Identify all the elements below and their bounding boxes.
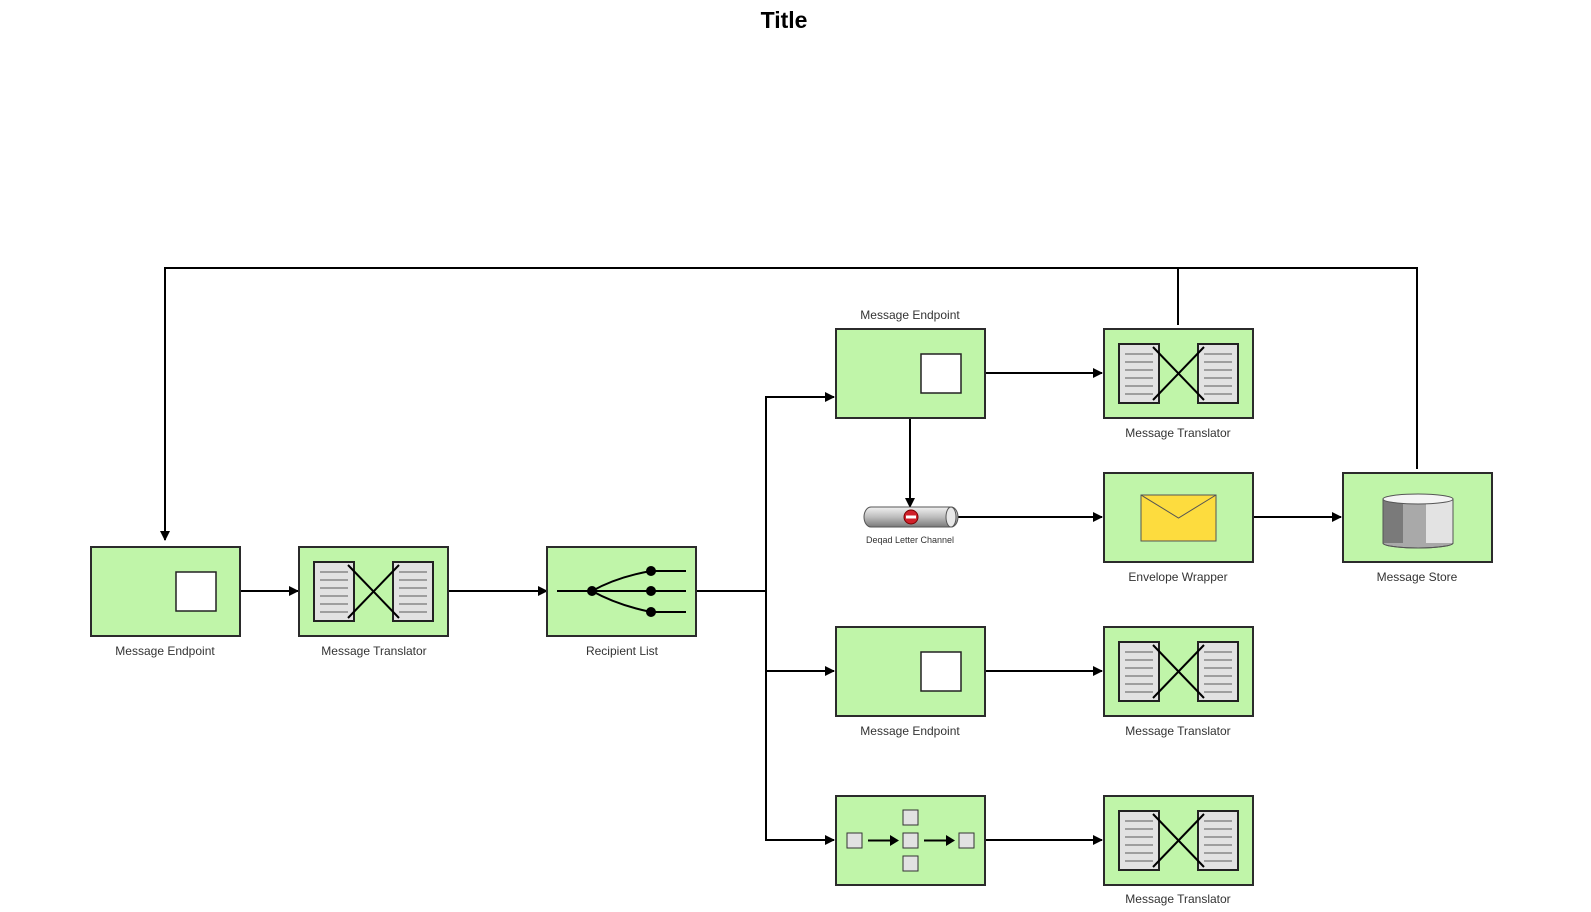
edge-store-to-loop [1178, 267, 1418, 469]
edge-branch-endpoint2 [765, 392, 835, 591]
message-endpoint-node[interactable] [90, 546, 241, 637]
node-label: Message Translator [1125, 892, 1230, 906]
recipient-list-node[interactable] [546, 546, 697, 637]
translator-icon [1118, 641, 1239, 702]
translator-icon [1118, 810, 1239, 871]
envelope-icon [1140, 494, 1217, 542]
edges [160, 267, 1418, 845]
node-label: Message Endpoint [115, 644, 215, 658]
node-label: Message Translator [1125, 426, 1230, 440]
database-icon [1382, 493, 1454, 549]
node-label: Message Translator [1125, 724, 1230, 738]
recipient-list-icon [557, 566, 686, 617]
translator-icon [1118, 343, 1239, 404]
dead-letter-channel-icon [863, 506, 959, 528]
splitter-icon [846, 809, 975, 872]
dead-letter-channel-node[interactable] [863, 506, 959, 528]
endpoint-icon [920, 651, 962, 692]
node-label: Message Translator [321, 644, 426, 658]
edge-feedback-loop [160, 267, 1179, 541]
message-translator-node[interactable] [1103, 795, 1254, 886]
message-store-node[interactable] [1342, 472, 1493, 563]
message-translator-node[interactable] [298, 546, 449, 637]
node-label: Message Store [1377, 570, 1458, 584]
node-label: Message Endpoint [860, 724, 960, 738]
node-label: Envelope Wrapper [1128, 570, 1227, 584]
node-label: Recipient List [586, 644, 659, 658]
node-label: Deqad Letter Channel [866, 535, 954, 545]
node-label: Message Endpoint [860, 308, 960, 322]
translator-icon [313, 561, 434, 622]
endpoint-icon [175, 571, 217, 612]
message-endpoint-node[interactable] [835, 626, 986, 717]
message-endpoint-node[interactable] [835, 328, 986, 419]
endpoint-icon [920, 353, 962, 394]
edge-branch-endpoint3 [765, 591, 835, 676]
page-title: Title [761, 7, 808, 33]
message-translator-node[interactable] [1103, 328, 1254, 419]
splitter-node[interactable] [835, 795, 986, 886]
message-translator-node[interactable] [1103, 626, 1254, 717]
envelope-wrapper-node[interactable] [1103, 472, 1254, 563]
edge-branch-splitter [765, 671, 835, 845]
